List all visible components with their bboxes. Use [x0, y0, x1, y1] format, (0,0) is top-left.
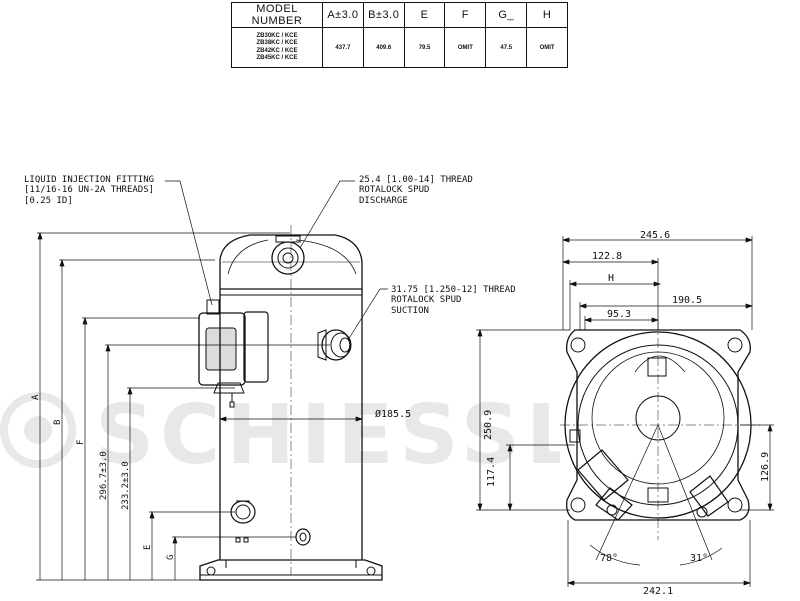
value-g: 47.5: [485, 27, 528, 68]
model-dimension-table: MODEL NUMBER A±3.0 B±3.0 E F G_ H ZB30KC…: [231, 2, 568, 68]
dim-245: 245.6: [640, 230, 670, 241]
discharge-spud-label: ROTALOCK SPUD: [359, 185, 429, 195]
plan-dimensions: [476, 236, 774, 587]
model-list: ZB30KC / KCE ZB38KC / KCE ZB42KC / KCE Z…: [231, 27, 323, 68]
dim-296: 296.7±3.0: [99, 451, 109, 500]
lower-fitting: [230, 500, 311, 546]
header-g: G_: [485, 2, 528, 28]
dim-h: H: [608, 273, 614, 284]
dim-190: 190.5: [672, 295, 702, 306]
plan-fittings: [569, 429, 729, 521]
leader-lines: [165, 180, 388, 341]
liquid-injection-label: LIQUID INJECTION FITTING: [24, 175, 154, 185]
value-h: OMIT: [526, 27, 568, 68]
dim-b: B: [53, 420, 63, 425]
dim-117: 117.4: [486, 457, 497, 487]
table-row: ZB30KC / KCE ZB38KC / KCE ZB42KC / KCE Z…: [231, 27, 568, 68]
dim-e: E: [143, 545, 153, 550]
dim-233: 233.2±3.0: [121, 461, 131, 510]
mounting-base: [199, 559, 383, 581]
value-b: 409.6: [362, 27, 405, 68]
header-a: A±3.0: [322, 2, 364, 28]
compressor-plan-view: [560, 320, 760, 540]
discharge-label: DISCHARGE: [359, 196, 408, 206]
angle-78: 78°: [600, 553, 618, 564]
dim-122: 122.8: [592, 251, 622, 262]
dim-diameter: Ø185.5: [375, 408, 411, 420]
suction-spud-label: ROTALOCK SPUD: [391, 295, 461, 305]
dim-126: 126.9: [760, 452, 771, 482]
value-a: 437.7: [322, 27, 364, 68]
value-e: 79.5: [403, 27, 446, 68]
dim-a: A: [31, 394, 41, 400]
discharge-thread-label: 25.4 [1.00-14] THREAD: [359, 175, 473, 185]
liquid-injection-box: [198, 299, 269, 408]
watermark-text: SCHIESSL: [95, 388, 560, 475]
dim-95: 95.3: [607, 309, 631, 320]
side-dimensions: [36, 231, 364, 581]
dim-242: 242.1: [643, 586, 673, 597]
dim-250: 250.9: [483, 410, 494, 440]
model-3: ZB42KC / KCE: [256, 47, 298, 54]
liquid-injection-id: [0.25 ID]: [24, 196, 73, 206]
header-h: H: [526, 2, 568, 28]
suction-label: SUCTION: [391, 306, 429, 316]
compressor-side-view: [198, 225, 383, 581]
watermark-logo: SCHIESSL: [0, 388, 560, 475]
angle-31: 31°: [690, 553, 708, 564]
model-1: ZB30KC / KCE: [256, 32, 298, 39]
header-b: B±3.0: [362, 2, 405, 28]
model-2: ZB38KC / KCE: [256, 40, 298, 46]
liquid-injection-thread: [11/16-16 UN-2A THREADS]: [24, 185, 154, 195]
dim-f: F: [76, 440, 86, 445]
discharge-fitting: [271, 235, 305, 275]
model-4: ZB45KC / KCE: [256, 55, 298, 61]
dim-g: G: [166, 555, 176, 560]
suction-thread-label: 31.75 [1.250-12] THREAD: [391, 285, 516, 295]
